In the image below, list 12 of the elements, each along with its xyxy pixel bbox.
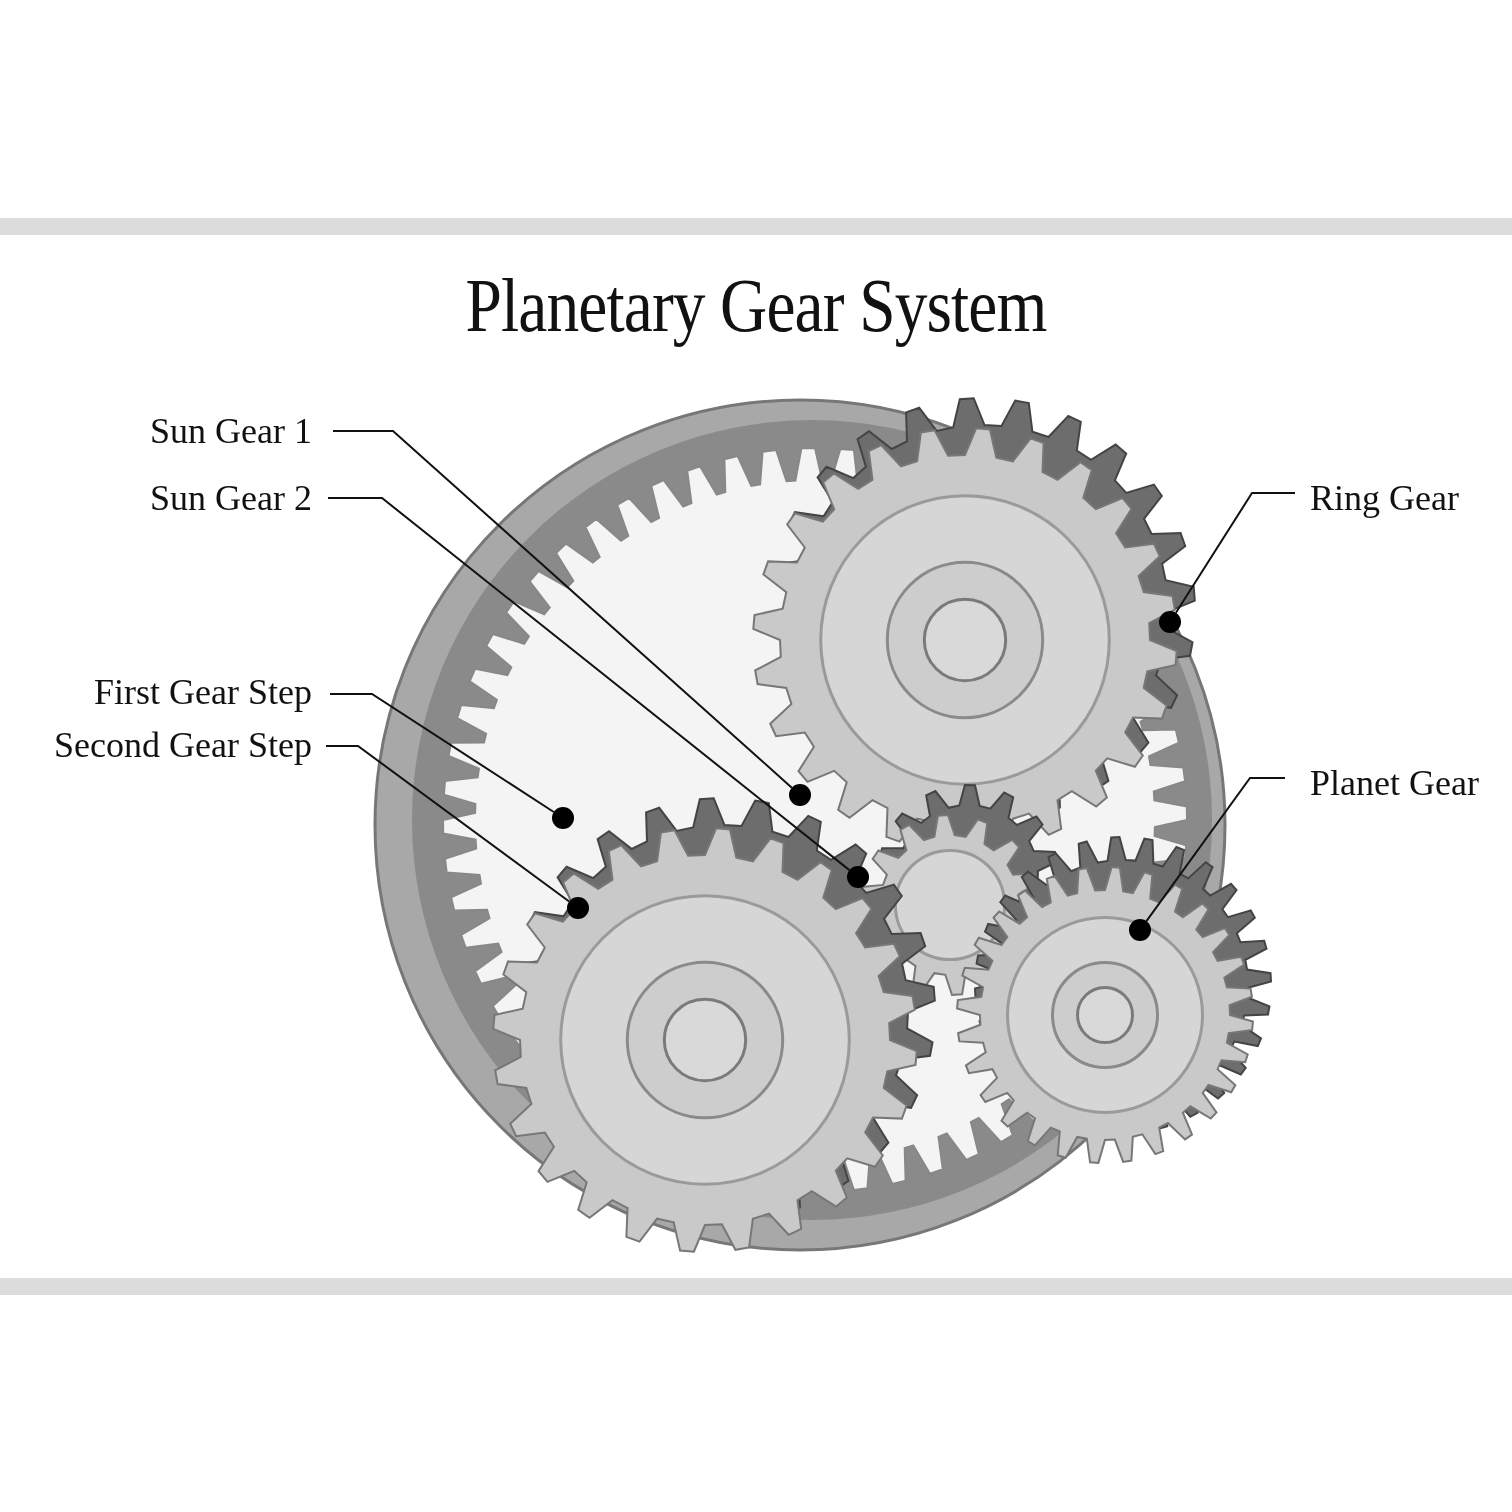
- part-label: Planet Gear: [1310, 761, 1479, 805]
- part-label: Sun Gear 2: [150, 476, 312, 520]
- leader-line: [329, 693, 555, 813]
- part-label: Ring Gear: [1310, 476, 1459, 520]
- leader-line: [327, 497, 851, 872]
- leader-line: [1174, 492, 1296, 614]
- leader-line: [332, 430, 793, 789]
- part-label: Sun Gear 1: [150, 409, 312, 453]
- leader-line: [325, 745, 571, 903]
- part-label: First Gear Step: [94, 670, 312, 714]
- part-label: Second Gear Step: [54, 723, 312, 767]
- title: Planetary Gear System: [464, 262, 1048, 349]
